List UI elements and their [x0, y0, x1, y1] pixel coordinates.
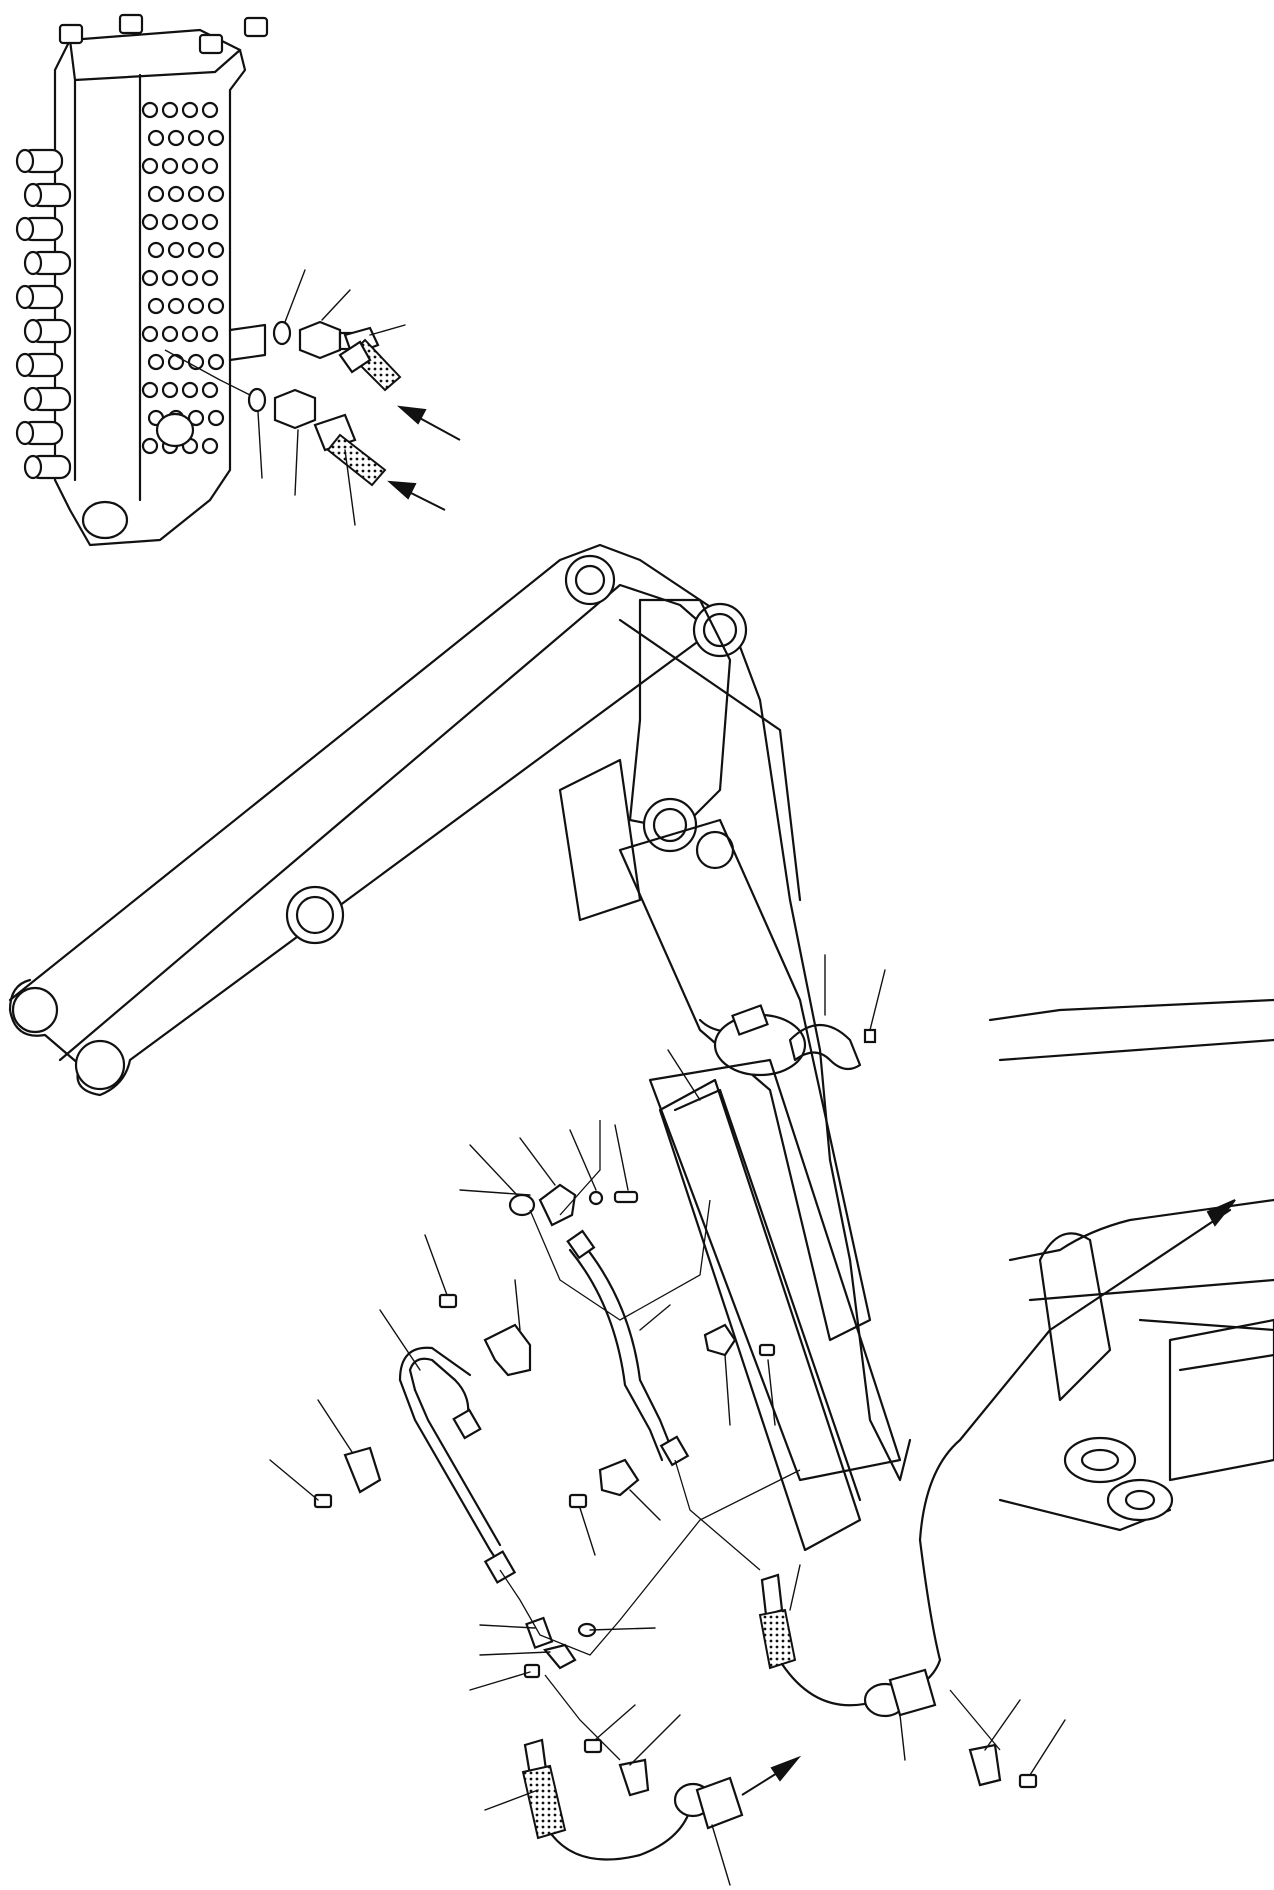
valve-fittings-lower: [247, 387, 446, 526]
valve-port: [147, 185, 165, 203]
assembly-leader-lines: [164, 349, 1001, 1761]
valve-spool-end: [23, 454, 43, 480]
valve-port: [161, 269, 179, 287]
hose-guard-channel: [658, 1049, 862, 1552]
valve-port: [181, 269, 199, 287]
clamp-bracket-left: [424, 1234, 532, 1377]
valve-port: [207, 129, 225, 147]
boom-arm: [8, 543, 912, 1482]
valve-port: [207, 353, 225, 371]
plate-bracket-mid: [568, 1458, 661, 1556]
small-bracket-right: [968, 1699, 1066, 1789]
valve-port: [181, 157, 199, 175]
valve-spool-end: [23, 386, 43, 412]
valve-port: [207, 409, 225, 427]
valve-port: [161, 157, 179, 175]
valve-port: [141, 381, 159, 399]
valve-port: [181, 213, 199, 231]
valve-port: [201, 157, 219, 175]
valve-port: [167, 185, 185, 203]
hose-bottom: [484, 1738, 802, 1886]
valve-fittings-upper: [272, 269, 461, 441]
valve-port: [167, 129, 185, 147]
valve-port: [181, 381, 199, 399]
valve-spool-end: [15, 420, 35, 446]
valve-port: [167, 297, 185, 315]
control-valve-assembly: [15, 13, 269, 547]
bracket-mid: [703, 1323, 776, 1426]
hose-fitting-block: [469, 1616, 656, 1691]
boom-cylinder: [618, 818, 902, 1482]
valve-ports: [141, 101, 225, 455]
valve-spool-end: [23, 250, 43, 276]
valve-port: [147, 241, 165, 259]
valve-port: [187, 241, 205, 259]
valve-port: [147, 129, 165, 147]
valve-port: [141, 157, 159, 175]
swivel-joint-upper: [459, 1124, 639, 1227]
valve-port: [167, 353, 185, 371]
small-bracket-bottom: [583, 1704, 681, 1797]
valve-port: [141, 269, 159, 287]
valve-spool-end: [15, 284, 35, 310]
steel-tube-middle: [566, 1229, 690, 1467]
valve-port: [141, 101, 159, 119]
valve-spool-end: [15, 352, 35, 378]
valve-spool-end: [23, 182, 43, 208]
valve-port: [201, 437, 219, 455]
valve-spool-end: [23, 318, 43, 344]
valve-port: [187, 297, 205, 315]
valve-port: [187, 129, 205, 147]
u-shaped-tube: [379, 1309, 517, 1584]
valve-port: [201, 269, 219, 287]
valve-port: [141, 213, 159, 231]
valve-port: [167, 241, 185, 259]
valve-port: [187, 185, 205, 203]
valve-port: [161, 325, 179, 343]
valve-port: [201, 381, 219, 399]
valve-port: [201, 325, 219, 343]
plate-bracket-left: [269, 1399, 382, 1509]
hose-right: [758, 1199, 1236, 1761]
valve-port: [161, 101, 179, 119]
valve-port: [141, 437, 159, 455]
valve-port: [161, 213, 179, 231]
hose-clamp-top: [788, 954, 886, 1071]
valve-port: [201, 101, 219, 119]
valve-port: [207, 185, 225, 203]
valve-spool-end: [15, 216, 35, 242]
valve-port: [161, 381, 179, 399]
valve-port: [207, 241, 225, 259]
valve-port: [207, 297, 225, 315]
valve-port: [147, 297, 165, 315]
valve-port: [147, 353, 165, 371]
valve-port: [201, 213, 219, 231]
valve-port: [181, 325, 199, 343]
valve-port: [181, 101, 199, 119]
valve-spools-left: [15, 148, 72, 480]
valve-port: [187, 409, 205, 427]
valve-spool-end: [15, 148, 35, 174]
machine-frame: [988, 998, 1274, 1532]
valve-port: [141, 325, 159, 343]
